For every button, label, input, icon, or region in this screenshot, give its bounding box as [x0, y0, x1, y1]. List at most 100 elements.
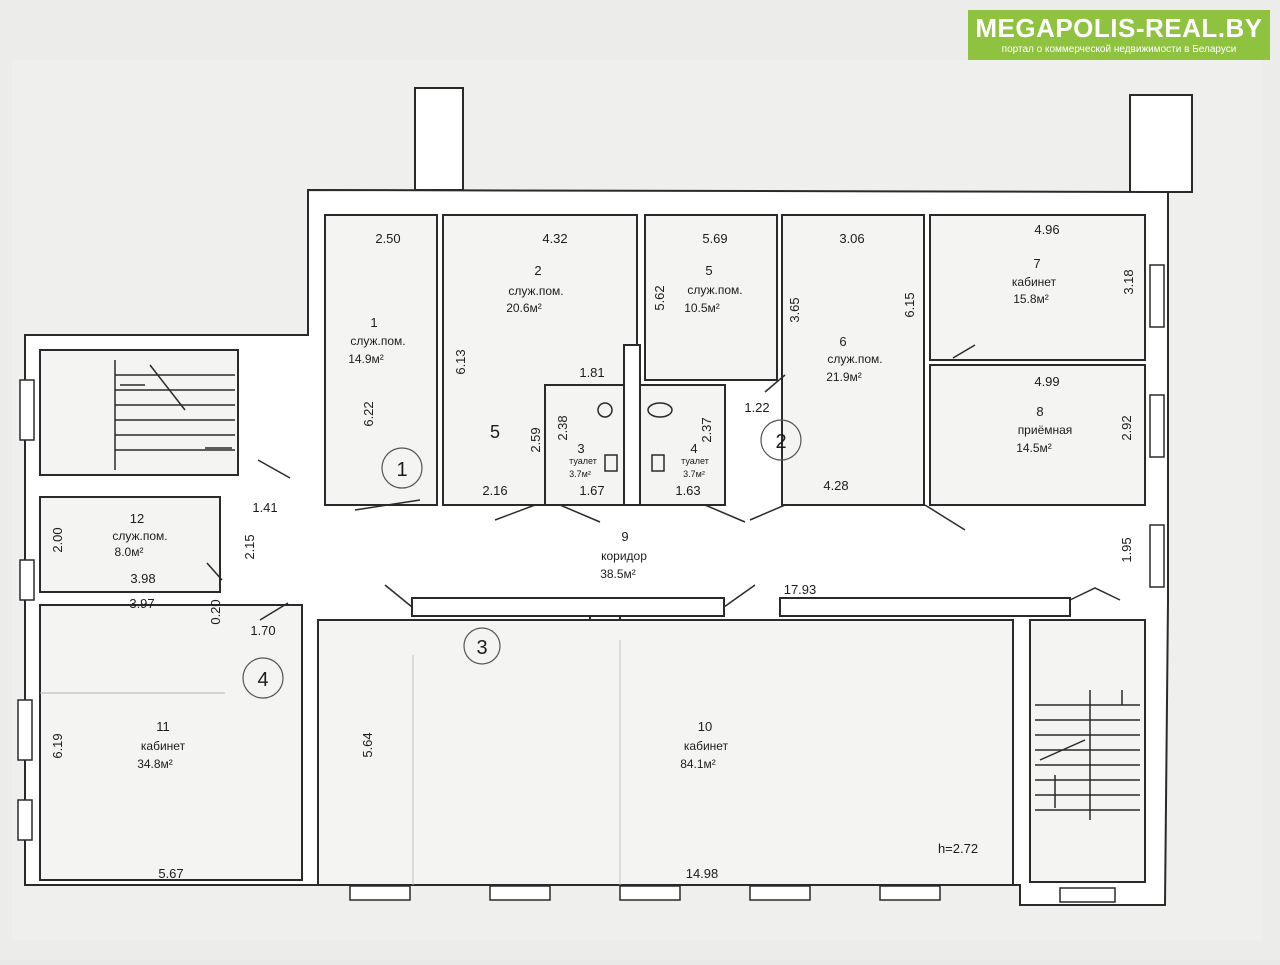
circled-mark-3: 3: [476, 637, 487, 659]
dimension-label: 1.95: [1119, 537, 1134, 562]
room-8-number: 8: [1036, 404, 1043, 419]
stairs-west-icon: [114, 360, 235, 470]
room-2-number: 2: [534, 263, 541, 278]
dimension-label: 5.64: [360, 732, 375, 757]
dimension-label: 6.19: [50, 733, 65, 758]
room-1-number: 1: [370, 315, 377, 330]
room-1-name: служ.пом.: [350, 334, 405, 348]
dimension-label: 4.28: [823, 478, 848, 493]
room-3-name: туалет: [569, 456, 597, 466]
room-2-name: служ.пом.: [508, 284, 563, 298]
shaft-top-right: [1129, 94, 1193, 193]
dimension-label: 1.81: [579, 365, 604, 380]
dimension-label: 2.37: [699, 417, 714, 442]
dimension-label: 3.18: [1121, 269, 1136, 294]
room-5-area: 10.5м²: [684, 301, 720, 315]
room-4: [639, 384, 726, 506]
circled-mark-4: 4: [257, 669, 268, 691]
room-2-area: 20.6м²: [506, 301, 542, 315]
dimension-label: 2.59: [528, 427, 543, 452]
dimension-label: 0.20: [208, 599, 223, 624]
room-5-number: 5: [705, 263, 712, 278]
room-10: [317, 619, 1014, 886]
room-6-name: служ.пом.: [827, 352, 882, 366]
room-11-area: 34.8м²: [137, 757, 173, 771]
room-6-number: 6: [839, 334, 846, 349]
stairs-east-icon: [1035, 690, 1140, 820]
dimension-label: 2.00: [50, 527, 65, 552]
room-10-name: кабинет: [684, 739, 729, 753]
brand-subtitle: портал о коммерческой недвижимости в Бел…: [1001, 44, 1237, 55]
dimension-label: 6.22: [361, 401, 376, 426]
dimension-label: 1.70: [250, 623, 275, 638]
dimension-label: 2.16: [482, 483, 507, 498]
room-6: [781, 214, 925, 506]
room-12-area: 8.0м²: [115, 545, 144, 559]
room-5-name: служ.пом.: [687, 283, 742, 297]
dimension-labels: 2.50 4.32 5.69 3.06 4.96 6.13 6.22 5.62 …: [50, 222, 1136, 881]
room-7-name: кабинет: [1012, 275, 1057, 289]
room-1-area: 14.9м²: [348, 352, 384, 366]
shaft-top-left: [414, 87, 464, 191]
room-9-number: 9: [621, 529, 628, 544]
room-8: [929, 364, 1146, 506]
room-10-number: 10: [698, 719, 712, 734]
dimension-label: 17.93: [784, 582, 817, 597]
room-8-area: 14.5м²: [1016, 441, 1052, 455]
brand-title: MEGAPOLIS-REAL.BY: [975, 13, 1263, 43]
room-11-number: 11: [156, 719, 170, 734]
room-12-number: 12: [130, 511, 144, 526]
room-11-name: кабинет: [141, 739, 186, 753]
dimension-label: 4.99: [1034, 374, 1059, 389]
toilet-partition: [623, 344, 641, 506]
room-10-area: 84.1м²: [680, 757, 716, 771]
sink-icon: [604, 454, 618, 472]
dimension-label: 4.32: [542, 231, 567, 246]
door-swings: [206, 344, 1121, 621]
circled-mark-labels: 1 2 3 4 5: [257, 422, 786, 691]
corridor-wall: [779, 597, 1071, 617]
dimension-label: 2.50: [375, 231, 400, 246]
room-11: [39, 604, 303, 881]
room-3-number: 3: [577, 441, 584, 456]
stairwell-west: [39, 349, 239, 476]
room-7-area: 15.8м²: [1013, 292, 1049, 306]
toilet-bowl-icon: [597, 402, 613, 418]
dimension-label: 5.67: [158, 866, 183, 881]
dimension-label: 1.22: [744, 400, 769, 415]
toilet-bowl-icon: [647, 402, 673, 418]
dimension-label: 1.41: [252, 500, 277, 515]
room-3: [544, 384, 631, 506]
sink-icon: [651, 454, 665, 472]
dimension-label: 3.06: [839, 231, 864, 246]
room-9-area: 38.5м²: [600, 567, 636, 581]
dimension-label: 1.63: [675, 483, 700, 498]
room-labels: 1 служ.пом. 14.9м² 2 служ.пом. 20.6м² 3 …: [112, 256, 1072, 771]
room-9-name: коридор: [601, 549, 647, 563]
dimension-label: 4.96: [1034, 222, 1059, 237]
dimension-label: 2.38: [555, 415, 570, 440]
dimension-label: 1.67: [579, 483, 604, 498]
room-3-area: 3.7м²: [569, 469, 591, 479]
windows: [17, 264, 1165, 903]
room-4-area: 3.7м²: [683, 469, 705, 479]
dimension-label: 14.98: [686, 866, 719, 881]
room-4-name: туалет: [681, 456, 709, 466]
circled-mark-1: 1: [396, 459, 407, 481]
room-7: [929, 214, 1146, 361]
dimension-label: 2.15: [242, 534, 257, 559]
room-5: [644, 214, 778, 381]
dimension-label: 5.62: [652, 285, 667, 310]
room-12-name: служ.пом.: [112, 529, 167, 543]
brand-banner[interactable]: MEGAPOLIS-REAL.BY портал о коммерческой …: [968, 10, 1270, 60]
dimension-label: 2.92: [1119, 415, 1134, 440]
handwritten-mark: 5: [490, 422, 500, 442]
dimension-label: 5.69: [702, 231, 727, 246]
stairwell-east: [1029, 619, 1146, 883]
dimension-label: 3.65: [787, 297, 802, 322]
ceiling-height-label: h=2.72: [938, 841, 978, 856]
dimension-label: 3.97: [129, 596, 154, 611]
circled-mark-2: 2: [775, 431, 786, 453]
